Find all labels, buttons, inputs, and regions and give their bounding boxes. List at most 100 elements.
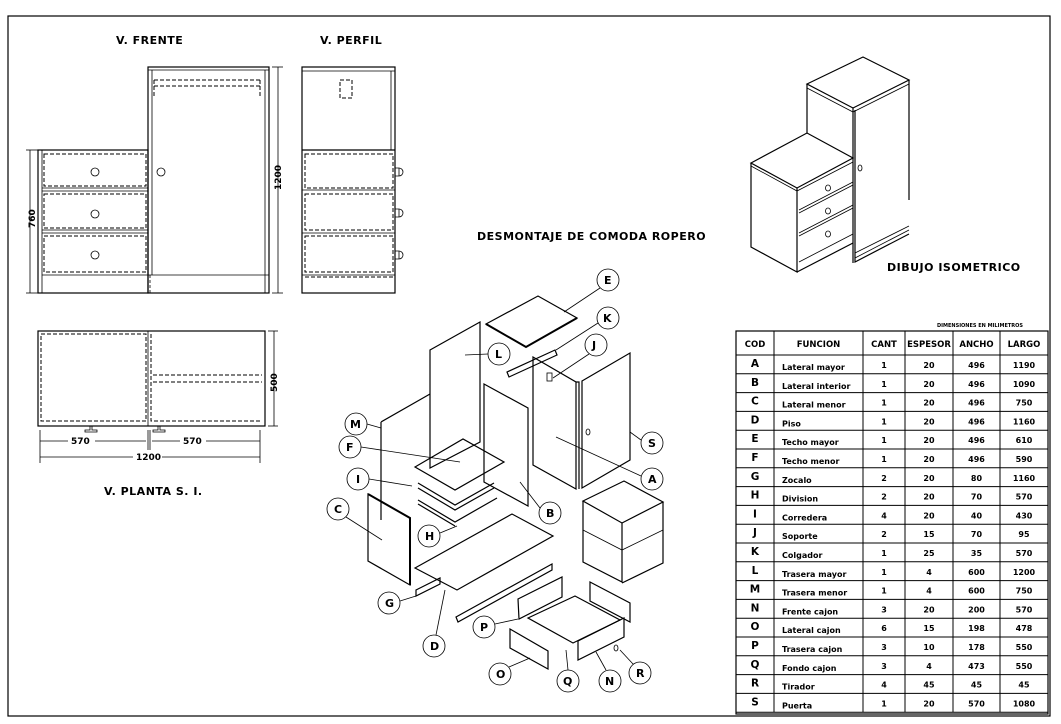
quantity-cell: 2 bbox=[881, 530, 887, 539]
width-cell: 70 bbox=[971, 493, 983, 502]
quantity-cell: 4 bbox=[881, 511, 887, 520]
svg-text:Q: Q bbox=[563, 675, 572, 688]
length-cell: 430 bbox=[1016, 511, 1033, 520]
function-cell: Techo mayor bbox=[782, 438, 839, 447]
length-cell: 1080 bbox=[1013, 699, 1036, 708]
function-cell: Lateral mayor bbox=[782, 363, 845, 372]
callout-I: I bbox=[346, 467, 413, 491]
plan-view-title: V. PLANTA S. I. bbox=[104, 485, 203, 498]
quantity-cell: 1 bbox=[881, 436, 887, 445]
thickness-cell: 20 bbox=[923, 455, 935, 464]
width-cell: 496 bbox=[968, 399, 985, 408]
svg-text:A: A bbox=[648, 473, 657, 486]
function-cell: Tirador bbox=[782, 683, 815, 692]
thickness-cell: 10 bbox=[923, 643, 935, 652]
length-cell: 570 bbox=[1016, 549, 1033, 558]
code-cell: I bbox=[753, 508, 757, 520]
thickness-cell: 20 bbox=[923, 605, 935, 614]
svg-text:J: J bbox=[591, 339, 596, 352]
width-cell: 80 bbox=[971, 474, 983, 483]
svg-text:B: B bbox=[546, 507, 554, 520]
quantity-cell: 3 bbox=[881, 662, 887, 671]
width-cell: 496 bbox=[968, 436, 985, 445]
thickness-cell: 20 bbox=[923, 474, 935, 483]
code-cell: N bbox=[751, 602, 760, 614]
function-cell: Piso bbox=[782, 419, 801, 428]
code-cell: Q bbox=[751, 659, 760, 671]
length-cell: 550 bbox=[1016, 643, 1033, 652]
isometric-title: DIBUJO ISOMETRICO bbox=[887, 261, 1021, 274]
svg-text:S: S bbox=[648, 437, 656, 450]
code-cell: A bbox=[751, 358, 760, 370]
function-cell: Lateral menor bbox=[782, 401, 846, 410]
width-cell: 570 bbox=[968, 699, 985, 708]
function-cell: Lateral cajon bbox=[782, 626, 841, 635]
sheet-border bbox=[7, 15, 1051, 717]
code-cell: J bbox=[752, 527, 757, 539]
thickness-cell: 15 bbox=[923, 624, 935, 633]
svg-text:D: D bbox=[430, 640, 439, 653]
width-cell: 70 bbox=[971, 530, 983, 539]
table-header-cell: ANCHO bbox=[959, 340, 993, 350]
table-header-cell: LARGO bbox=[1008, 340, 1041, 350]
thickness-cell: 45 bbox=[923, 681, 935, 690]
length-cell: 45 bbox=[1018, 681, 1030, 690]
callout-G: G bbox=[377, 591, 417, 615]
function-cell: Corredera bbox=[782, 513, 827, 522]
quantity-cell: 1 bbox=[881, 699, 887, 708]
callout-B: B bbox=[519, 481, 562, 525]
table-header-cell: ESPESOR bbox=[907, 340, 951, 350]
svg-text:L: L bbox=[495, 348, 502, 361]
exploded-view: DESMONTAJE DE COMODA ROPERO bbox=[326, 230, 706, 693]
function-cell: Fondo cajon bbox=[782, 664, 837, 673]
length-cell: 750 bbox=[1016, 587, 1033, 596]
code-cell: H bbox=[751, 490, 760, 502]
callout-E: E bbox=[563, 268, 620, 313]
thickness-cell: 25 bbox=[923, 549, 935, 558]
code-cell: O bbox=[751, 621, 760, 633]
code-cell: B bbox=[751, 377, 759, 389]
svg-text:P: P bbox=[480, 621, 488, 634]
quantity-cell: 2 bbox=[881, 474, 887, 483]
svg-text:F: F bbox=[346, 441, 354, 454]
width-cell: 473 bbox=[968, 662, 985, 671]
exploded-view-title: DESMONTAJE DE COMODA ROPERO bbox=[477, 230, 706, 243]
callout-S: S bbox=[629, 431, 664, 455]
length-cell: 610 bbox=[1016, 436, 1033, 445]
dim-1200-vertical: 1200 bbox=[274, 165, 284, 190]
callout-M: M bbox=[344, 412, 382, 436]
quantity-cell: 3 bbox=[881, 605, 887, 614]
quantity-cell: 1 bbox=[881, 549, 887, 558]
length-cell: 1160 bbox=[1013, 474, 1036, 483]
table-header-cell: COD bbox=[745, 340, 766, 350]
svg-text:C: C bbox=[334, 503, 342, 516]
code-cell: S bbox=[751, 696, 759, 708]
function-cell: Frente cajon bbox=[782, 607, 838, 616]
callout-H: H bbox=[417, 524, 458, 548]
callout-A: A bbox=[555, 436, 664, 491]
code-cell: G bbox=[751, 471, 760, 483]
plan-view: 570 570 1200 500 V. PLANTA S. I. bbox=[37, 330, 280, 498]
thickness-cell: 20 bbox=[923, 380, 935, 389]
quantity-cell: 1 bbox=[881, 399, 887, 408]
code-cell: R bbox=[751, 678, 759, 690]
function-cell: Trasera cajon bbox=[782, 645, 843, 654]
thickness-cell: 15 bbox=[923, 530, 935, 539]
dim-500: 500 bbox=[270, 373, 280, 392]
profile-view-title: V. PERFIL bbox=[320, 34, 382, 47]
length-cell: 1160 bbox=[1013, 417, 1036, 426]
length-cell: 95 bbox=[1018, 530, 1030, 539]
front-view: V. FRENTE 760 1200 bbox=[26, 34, 284, 294]
quantity-cell: 1 bbox=[881, 455, 887, 464]
